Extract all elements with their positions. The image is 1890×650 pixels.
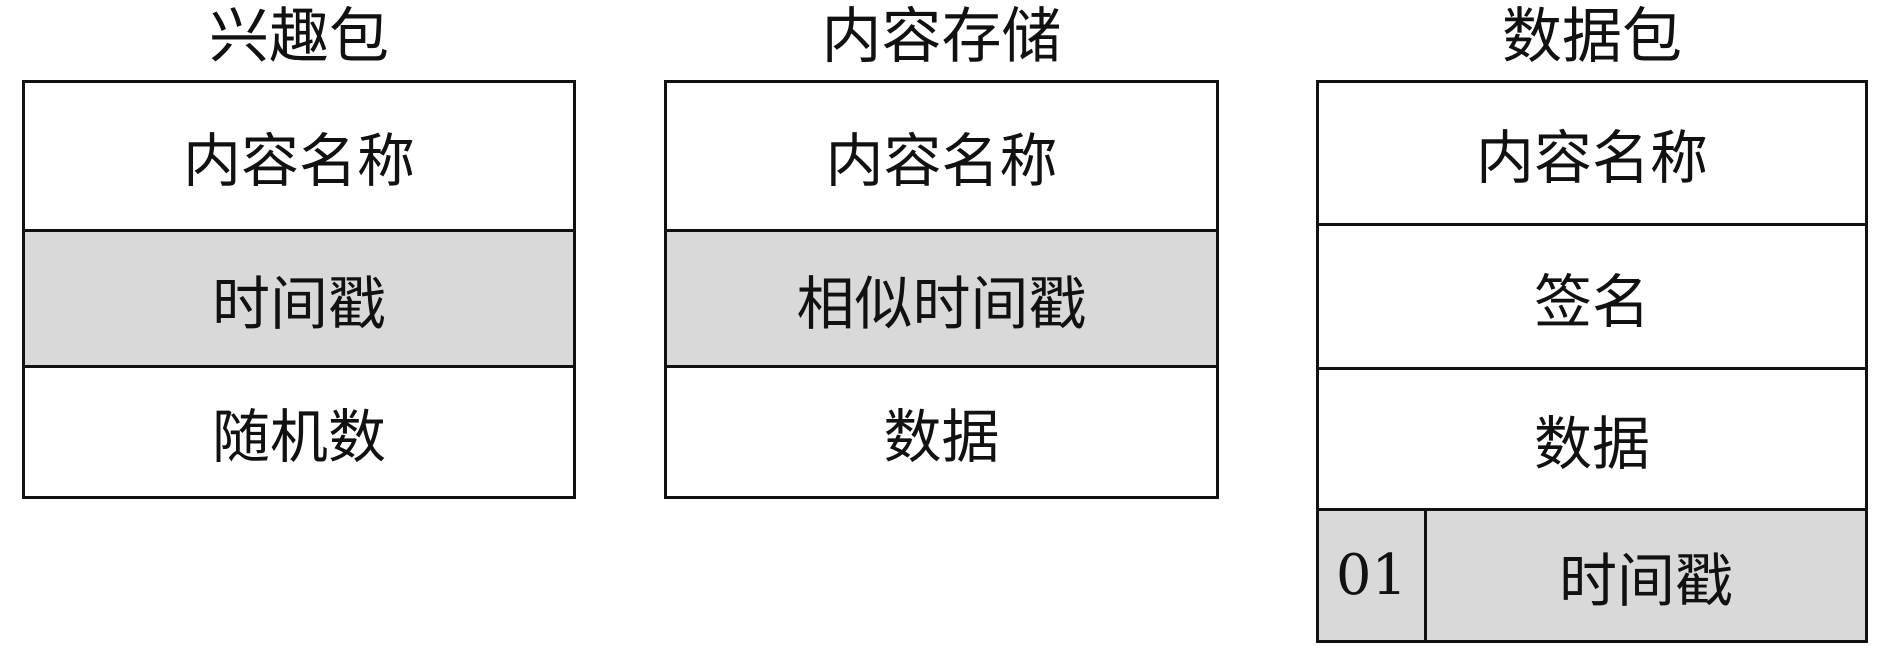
field-label: 相似时间戳 [796, 269, 1087, 338]
panel-title: 内容存储 [821, 2, 1062, 72]
field-label: 内容名称 [825, 127, 1058, 195]
field-row-similar-timestamp: 相似时间戳 [667, 229, 1216, 365]
field-table: 内容名称 签名 数据 01 时间戳 [1316, 80, 1868, 643]
panel-title: 数据包 [1502, 2, 1682, 72]
panel-content-store: 内容存储 内容名称 相似时间戳 数据 [664, 0, 1219, 500]
field-label: 随机数 [211, 403, 386, 471]
field-label: 时间戳 [211, 269, 386, 338]
field-table: 内容名称 时间戳 随机数 [22, 80, 576, 499]
field-row-nonce: 随机数 [25, 365, 573, 496]
field-row-data: 数据 [1319, 367, 1865, 508]
field-label: 时间戳 [1558, 546, 1733, 615]
panel-title: 兴趣包 [209, 2, 389, 72]
field-row-signature: 签名 [1319, 223, 1865, 367]
field-label: 数据 [1533, 410, 1650, 478]
field-row-timestamp: 时间戳 [25, 229, 573, 365]
field-label: 数据 [883, 403, 1000, 471]
timestamp-cell: 时间戳 [1427, 511, 1865, 640]
field-row-content-name: 内容名称 [1319, 83, 1865, 223]
flag-cell: 01 [1319, 511, 1427, 640]
field-row-data: 数据 [667, 365, 1216, 496]
field-label: 内容名称 [182, 127, 415, 195]
panel-data-packet: 数据包 内容名称 签名 数据 01 时间戳 [1316, 0, 1868, 645]
flag-value: 01 [1335, 543, 1408, 608]
field-row-content-name: 内容名称 [25, 83, 573, 229]
field-row-timestamp: 01 时间戳 [1319, 508, 1865, 640]
field-label: 签名 [1533, 267, 1650, 336]
field-row-content-name: 内容名称 [667, 83, 1216, 229]
panel-interest-packet: 兴趣包 内容名称 时间戳 随机数 [22, 0, 576, 500]
field-table: 内容名称 相似时间戳 数据 [664, 80, 1219, 499]
field-label: 内容名称 [1475, 124, 1708, 192]
